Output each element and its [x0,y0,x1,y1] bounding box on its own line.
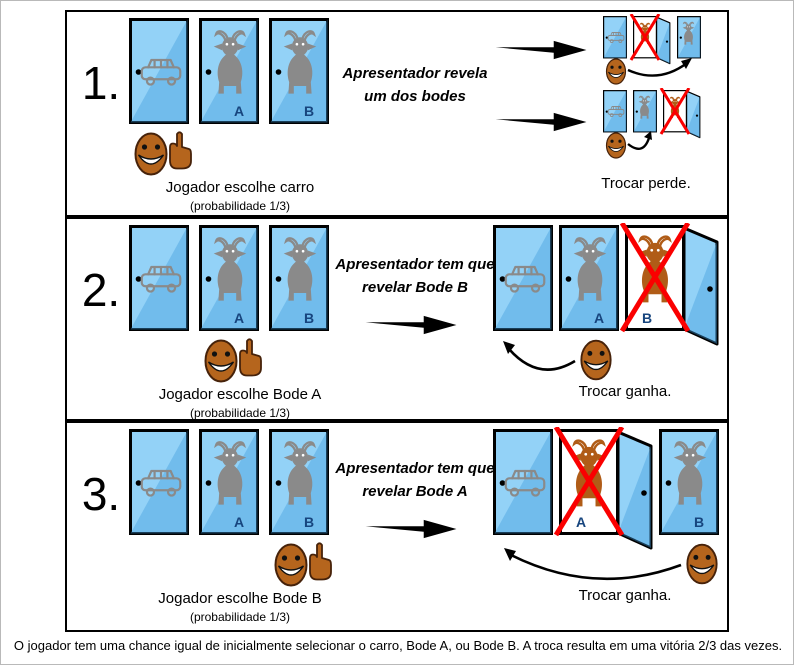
mini-player-face-icon [605,132,627,159]
probability-label: (probabilidade 1/3) [189,406,291,420]
switch-arrow [508,348,576,371]
presenter-line-1: Apresentador tem que [335,256,495,273]
diagram-caption: O jogador tem uma chance igual de inicia… [13,638,783,653]
presenter-line-1: Apresentador tem que [335,460,495,477]
door-a-letter: A [576,514,586,530]
row-scenario-3: 3. A B Jogador escolhe Bode B (probabili… [67,423,727,630]
red-cross-icon [619,223,691,333]
pointing-hand-icon [239,338,262,377]
door-b-letter: B [304,514,314,530]
result-label: Trocar ganha. [578,383,672,400]
probability-label: (probabilidade 1/3) [189,610,291,624]
row-divider [67,215,727,219]
switch-arrowhead [644,131,652,140]
arrow-shape [366,520,457,538]
mini-scene-reveal-b [603,88,701,159]
probability-label: (probabilidade 1/3) [189,199,291,213]
door-a-letter: A [234,103,244,119]
switch-arrowhead [504,548,516,561]
red-cross-icon [553,427,625,537]
scenario-2-number: 2. [81,264,121,316]
diagram-frame: 1. A B Jogador escolhe carro (probabilid… [65,10,729,632]
mini-door-1-icon [603,90,627,133]
row-divider [67,419,727,423]
player-face-icon [274,543,308,587]
presenter-text: Apresentador tem que revelar Bode A [335,457,495,503]
result-label: Trocar ganha. [578,587,672,604]
row-scenario-1: 1. A B Jogador escolhe carro (probabilid… [67,12,727,215]
player-face-icon [134,132,168,176]
result-scene-row-2: A B [493,223,719,381]
choice-caption: Jogador escolhe carro [165,179,315,196]
right-arrow-icon [365,315,457,335]
red-cross-icon [659,88,691,135]
switch-arrow [627,62,688,77]
door-b-letter: B [304,310,314,326]
arrow-shape [496,113,587,131]
arrow-shape [366,316,457,334]
presenter-text: Apresentador tem que revelar Bode B [335,253,495,299]
switch-arrowhead [503,341,515,354]
switch-arrowhead [681,58,692,69]
result-scene-row-3: A B [493,427,719,585]
door-b-letter: B [642,310,652,326]
door-a-letter: A [234,514,244,530]
switch-arrow [627,137,651,150]
door-1-closed-icon [493,225,553,331]
doors-initial-row-3: A B [129,429,332,587]
presenter-line-1: Apresentador revela [342,65,488,82]
presenter-text: Apresentador revela um dos bodes [335,62,495,108]
mini-door-1-icon [603,16,627,59]
player-face-icon [204,339,238,383]
door-1-closed-icon [493,429,553,535]
right-arrow-icon [495,112,587,132]
door-1-closed-icon [129,225,189,331]
door-a-letter: A [234,310,244,326]
right-arrow-icon [365,519,457,539]
doors-initial-row-1: A B [129,18,329,176]
pointing-hand-icon [309,542,332,581]
door-1-closed-icon [129,18,189,124]
player-face-icon [686,543,718,585]
door-a-letter: A [594,310,604,326]
door-b-letter: B [694,514,704,530]
presenter-line-2: revelar Bode A [362,483,468,500]
open-door-b-icon [625,225,719,346]
choice-caption: Jogador escolhe Bode B [158,590,322,607]
door-1-closed-icon [129,429,189,535]
open-door-a-icon [559,429,653,550]
right-arrow-icon [495,40,587,60]
scenario-1-number: 1. [81,57,121,109]
choice-caption: Jogador escolhe Bode A [158,386,322,403]
mini-scene-reveal-a [603,14,701,85]
player-face-icon [580,339,612,381]
mini-player-face-icon [605,58,627,85]
door-b-letter: B [304,103,314,119]
scenario-3-number: 3. [81,468,121,520]
pointing-hand-icon [169,131,192,170]
presenter-line-2: revelar Bode B [362,279,468,296]
row-scenario-2: 2. A B Jogador escolhe Bode A (probabili… [67,219,727,420]
result-label: Trocar perde. [601,175,691,192]
presenter-line-2: um dos bodes [364,88,466,105]
arrow-shape [496,41,587,59]
switch-arrow [510,553,682,581]
red-cross-icon [629,14,661,61]
doors-initial-row-2: A B [129,225,329,383]
